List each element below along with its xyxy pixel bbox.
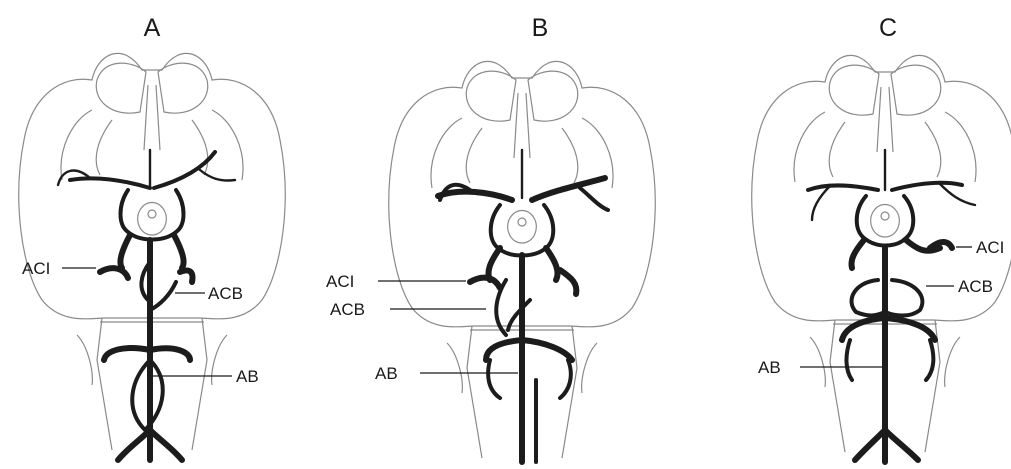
label-acb-a: ACB [208, 284, 243, 303]
label-aci-a: ACI [22, 259, 50, 278]
panel-c: C ACI ACB AB [752, 14, 1011, 462]
label-acb-b: ACB [330, 300, 365, 319]
panel-b: B ACI ACB AB [326, 14, 655, 462]
label-aci-b: ACI [326, 272, 354, 291]
label-acb-c: ACB [958, 277, 993, 296]
panel-letter-b: B [532, 14, 549, 42]
panel-letter-a: A [144, 14, 161, 42]
panel-letter-c: C [879, 14, 897, 42]
label-ab-a: AB [236, 367, 259, 386]
label-aci-c: ACI [976, 238, 1004, 257]
label-ab-c: AB [758, 358, 781, 377]
label-ab-b: AB [375, 364, 398, 383]
panel-a: A ACI ACB AB [19, 14, 285, 460]
